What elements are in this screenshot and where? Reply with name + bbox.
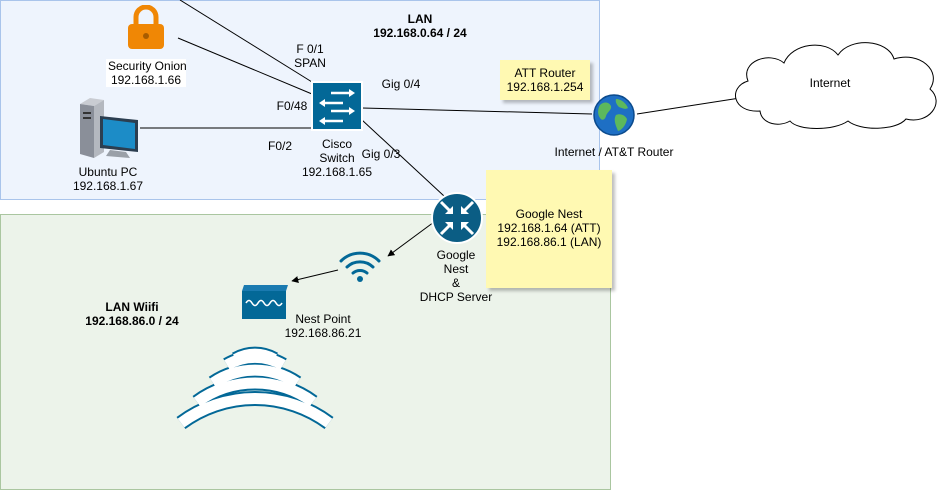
internet-label: Internet — [809, 76, 851, 90]
arrow-nest-wifi — [387, 221, 435, 257]
att-router-note: ATT Router 192.168.1.254 — [500, 60, 590, 100]
lan-zone-title: LAN 192.168.0.64 / 24 — [373, 12, 467, 40]
link-top-switch — [179, 0, 313, 83]
link-router-internet — [636, 97, 741, 115]
google-nest-note: Google Nest 192.168.1.64 (ATT) 192.168.8… — [486, 170, 612, 288]
nest-point-label: Nest Point 192.168.86.21 — [284, 312, 362, 340]
arrow-wifi-nestpoint — [291, 269, 339, 283]
link-switch-router — [361, 107, 593, 115]
wireless-signal-icon — [176, 346, 334, 430]
link-security-onion-switch — [177, 37, 313, 95]
router-icon — [431, 192, 483, 244]
access-point-icon — [242, 285, 288, 319]
google-nest-label: Google Nest & DHCP Server — [419, 248, 493, 304]
desktop-pc-icon — [80, 98, 138, 158]
wifi-zone-title: LAN Wiifi 192.168.86.0 / 24 — [85, 300, 179, 328]
cisco-switch-label: Cisco Switch 192.168.1.65 — [301, 137, 373, 179]
globe-icon — [593, 94, 635, 136]
port-label-f01: F 0/1 SPAN — [294, 42, 326, 70]
wifi-icon — [339, 251, 381, 282]
cloud-icon — [735, 42, 937, 129]
lock-icon — [128, 5, 164, 49]
att-router-globe-label: Internet / AT&T Router — [554, 145, 674, 159]
link-switch-nest — [361, 119, 445, 197]
port-label-f02: F0/2 — [267, 139, 292, 153]
switch-icon — [311, 81, 363, 131]
port-label-gig04: Gig 0/4 — [381, 77, 421, 91]
security-onion-label: Security Onion 192.168.1.66 — [106, 59, 187, 87]
ubuntu-pc-label: Ubuntu PC 192.168.1.67 — [72, 165, 144, 193]
port-label-f048: F0/48 — [276, 99, 308, 113]
port-label-gig03: Gig 0/3 — [361, 147, 401, 161]
